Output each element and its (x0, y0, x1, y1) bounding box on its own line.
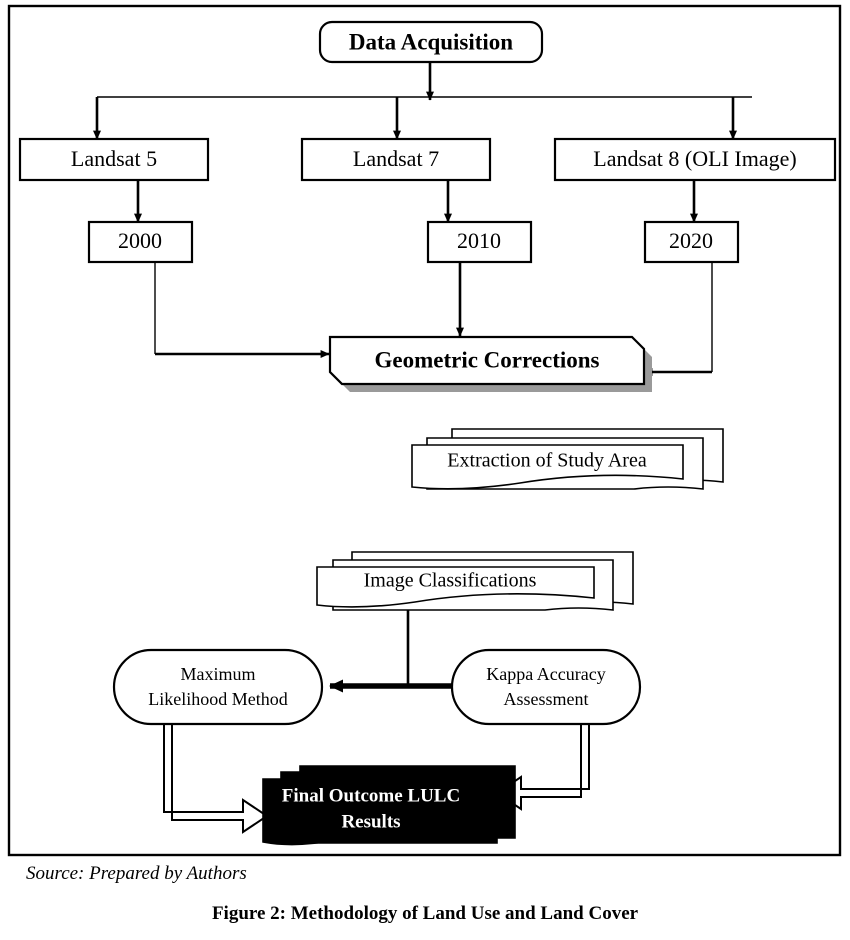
node-final-outcome[interactable]: Final Outcome LULC Results (262, 765, 516, 846)
node-data-acquisition-label: Data Acquisition (349, 29, 513, 54)
node-landsat7[interactable]: Landsat 7 (300, 137, 492, 182)
node-extraction-of-study-area[interactable]: Extraction of Study Area (411, 428, 724, 490)
node-year-2010-label: 2010 (457, 228, 501, 253)
node-kappa-accuracy-line1: Kappa Accuracy (486, 664, 605, 684)
node-landsat8[interactable]: Landsat 8 (OLI Image) (553, 137, 837, 182)
node-final-outcome-line2: Results (341, 811, 400, 832)
node-landsat8-label: Landsat 8 (OLI Image) (593, 146, 796, 171)
node-image-classifications-label: Image Classifications (364, 570, 537, 592)
node-maximum-likelihood-line2: Likelihood Method (148, 689, 287, 709)
node-year-2000[interactable]: 2000 (87, 220, 194, 264)
node-image-classifications[interactable]: Image Classifications (316, 551, 634, 611)
node-landsat7-label: Landsat 7 (353, 146, 439, 171)
node-year-2020-label: 2020 (669, 228, 713, 253)
node-landsat5-label: Landsat 5 (71, 146, 157, 171)
node-year-2010[interactable]: 2010 (426, 220, 533, 264)
doc-layer-front-2 (316, 566, 595, 608)
node-final-outcome-line1: Final Outcome LULC (282, 785, 460, 806)
source-note: Source: Prepared by Authors (26, 863, 247, 884)
doc-layer-front (411, 444, 684, 490)
figure-caption: Figure 2: Methodology of Land Use and La… (212, 903, 639, 924)
node-geometric-corrections-label: Geometric Corrections (374, 347, 599, 372)
node-kappa-accuracy[interactable]: Kappa Accuracy Assessment (450, 648, 642, 726)
node-landsat5[interactable]: Landsat 5 (18, 137, 210, 182)
node-kappa-accuracy-line2: Assessment (504, 689, 589, 709)
node-year-2000-label: 2000 (118, 228, 162, 253)
node-data-acquisition[interactable]: Data Acquisition (318, 20, 544, 64)
node-maximum-likelihood[interactable]: Maximum Likelihood Method (112, 648, 324, 726)
node-maximum-likelihood-line1: Maximum (181, 664, 256, 684)
node-year-2020[interactable]: 2020 (643, 220, 740, 264)
block-arrow-likelihood-to-outcome (163, 723, 269, 834)
node-geometric-corrections[interactable]: Geometric Corrections (328, 335, 652, 392)
outcome-layer-front (262, 778, 482, 846)
node-extraction-label: Extraction of Study Area (447, 450, 647, 472)
